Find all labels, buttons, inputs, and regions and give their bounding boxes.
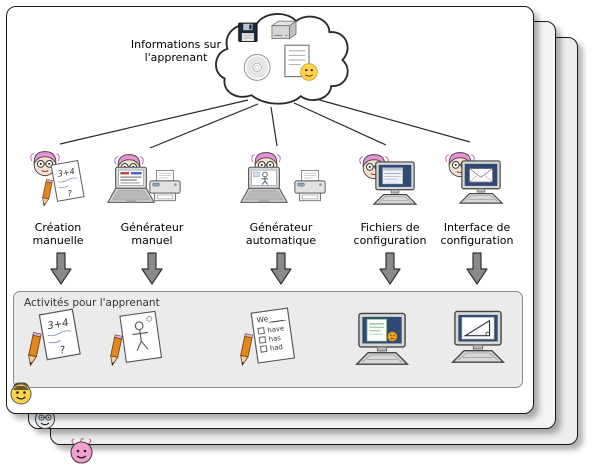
down-arrow-icon (141, 252, 163, 285)
information-cloud (215, 13, 349, 105)
yellow-smiley-icon (10, 382, 32, 405)
activity-computer-diagram-icon (450, 310, 506, 363)
pencil-icon (110, 334, 123, 367)
down-arrow-icon (270, 252, 292, 285)
math-paper-pencil-icon: 3+4 ? (42, 160, 85, 207)
pencil-icon (42, 178, 53, 207)
printer-icon (149, 169, 181, 202)
desktop-computer-icon (372, 161, 418, 205)
desktop-computer-mail-icon (458, 160, 504, 204)
svg-text:3+4: 3+4 (47, 318, 70, 333)
method-label-generateur-automatique: Générateur automatique (245, 221, 317, 248)
svg-text:has: has (268, 334, 282, 344)
person-icon (30, 151, 60, 177)
svg-text:have: have (267, 324, 285, 334)
activities-box: Activités pour l'apprenant (13, 291, 523, 388)
down-arrow-icon (379, 252, 401, 285)
floppy-disk-icon (238, 22, 258, 42)
svg-text:?: ? (59, 345, 67, 357)
down-arrow-icon (50, 252, 72, 285)
method-label-creation-manuelle: Création manuelle (32, 221, 84, 248)
svg-text:3+4: 3+4 (57, 166, 76, 179)
cd-icon (243, 54, 271, 81)
hard-drive-icon (270, 20, 298, 40)
method-label-fichiers-configuration: Fichiers de configuration (353, 221, 427, 248)
activity-drawing-paper-icon (110, 310, 163, 367)
pencil-icon (28, 331, 42, 367)
document-smiley-icon (284, 44, 318, 81)
activity-math-paper-icon: 3+4 ? (28, 308, 81, 367)
svg-text:We ____: We ____ (256, 312, 286, 325)
laptop-icon (239, 166, 289, 203)
method-label-generateur-manuel: Générateur manuel (120, 221, 184, 248)
pink-smiley-icon (70, 438, 93, 464)
printer-icon (294, 169, 326, 202)
down-arrow-icon (466, 252, 488, 285)
cloud-label: Informations sur l'apprenant (130, 38, 222, 65)
svg-text:?: ? (67, 188, 74, 199)
method-label-interface-configuration: Interface de configuration (440, 221, 514, 248)
activities-title: Activités pour l'apprenant (24, 297, 160, 309)
laptop-icon (106, 166, 156, 203)
svg-text:had: had (269, 343, 283, 353)
pencil-icon (240, 333, 254, 367)
activity-fillin-paper-icon: We ____ have has had (240, 307, 296, 367)
activity-computer-document-icon (354, 312, 410, 365)
